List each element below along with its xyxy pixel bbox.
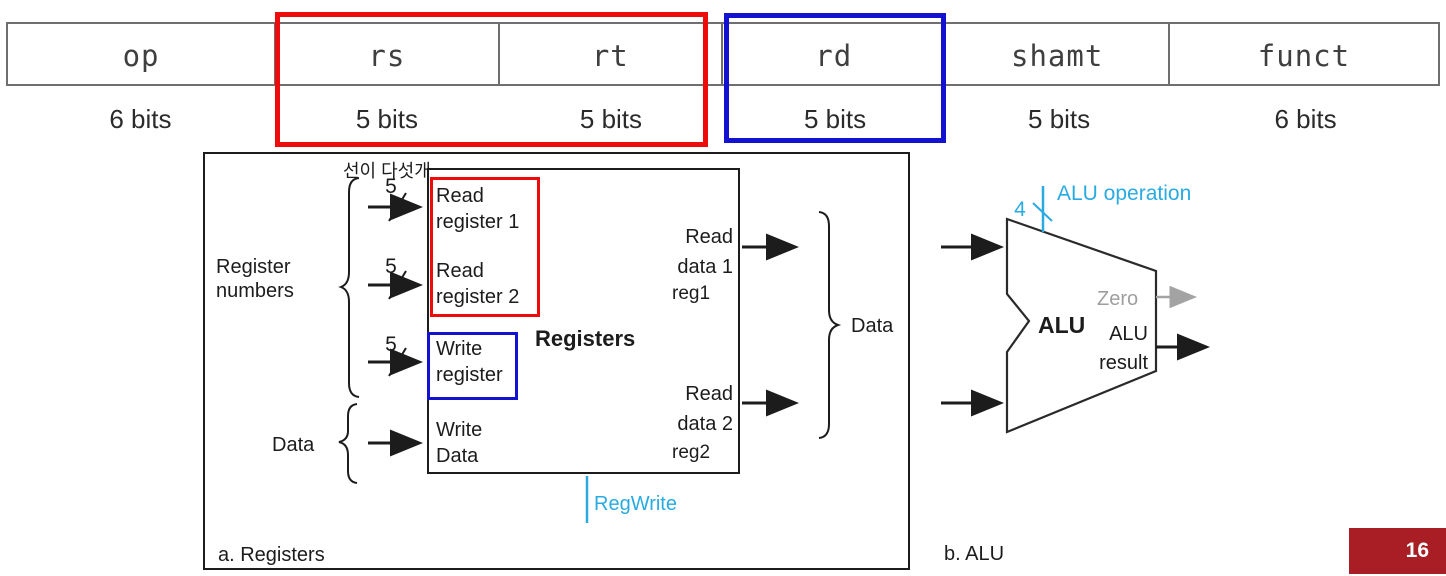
field-shamt: shamt — [946, 24, 1170, 84]
bits-shamt: 5 bits — [1028, 103, 1091, 134]
port-read-register-1: Read register 1 — [436, 185, 520, 233]
page-number: 16 — [1405, 539, 1429, 562]
port-read-data-2: Read data 2 — [677, 383, 733, 435]
highlight-box-rs-rt — [275, 12, 708, 147]
regwrite-label: RegWrite — [594, 493, 677, 515]
data-out-label: Data — [851, 315, 894, 337]
highlight-box-rd — [724, 13, 946, 143]
caption-registers: a. Registers — [218, 544, 325, 566]
port-read-data-1: Read data 1 — [677, 226, 733, 278]
note-reg2: reg2 — [672, 442, 711, 463]
alu-wire-width: 4 — [1014, 198, 1026, 221]
bits-rd: 5 bits — [803, 103, 867, 134]
highlight-box-read-registers — [430, 177, 540, 317]
port-write-register: Write register — [436, 338, 503, 386]
instruction-format-table: op rs rt rd shamt funct — [6, 22, 1440, 86]
zero-label: Zero — [1097, 288, 1139, 310]
bits-rt: 5 bits — [579, 103, 643, 134]
data-in-label: Data — [272, 434, 315, 456]
wire-width-2: 5 — [385, 255, 397, 278]
field-op: op — [8, 24, 277, 84]
wire-width-1: 5 — [385, 175, 397, 198]
slash-alu-operation-wire — [1032, 202, 1053, 222]
alu-name: ALU — [1038, 312, 1086, 338]
korean-annotation: 선이 다섯개 — [343, 161, 431, 181]
alu-result-label: ALU result — [1099, 323, 1148, 374]
alu-operation-label: ALU operation — [1057, 182, 1192, 205]
field-rs: rs — [276, 24, 500, 84]
port-write-data: Write Data — [436, 419, 483, 467]
highlight-box-write-register — [427, 332, 518, 400]
bits-funct: 6 bits — [1274, 103, 1337, 134]
registers-outer-box — [203, 152, 910, 570]
registers-block — [427, 168, 740, 474]
bit-width-row: 6 bits 5 bits 5 bits 5 bits 5 bits 6 bit… — [6, 103, 1440, 135]
wire-width-3: 5 — [385, 333, 397, 356]
bits-op: 6 bits — [109, 103, 172, 134]
register-numbers-label: Register numbers — [216, 256, 294, 302]
field-funct: funct — [1257, 39, 1351, 73]
port-read-register-2: Read register 2 — [436, 260, 520, 308]
caption-alu: b. ALU — [944, 543, 1005, 565]
registers-title: Registers — [535, 326, 636, 351]
note-reg1: reg1 — [672, 283, 711, 304]
field-rt: rt — [500, 24, 723, 84]
page-number-badge: 16 — [1349, 528, 1446, 574]
bits-rs: 5 bits — [355, 103, 418, 134]
